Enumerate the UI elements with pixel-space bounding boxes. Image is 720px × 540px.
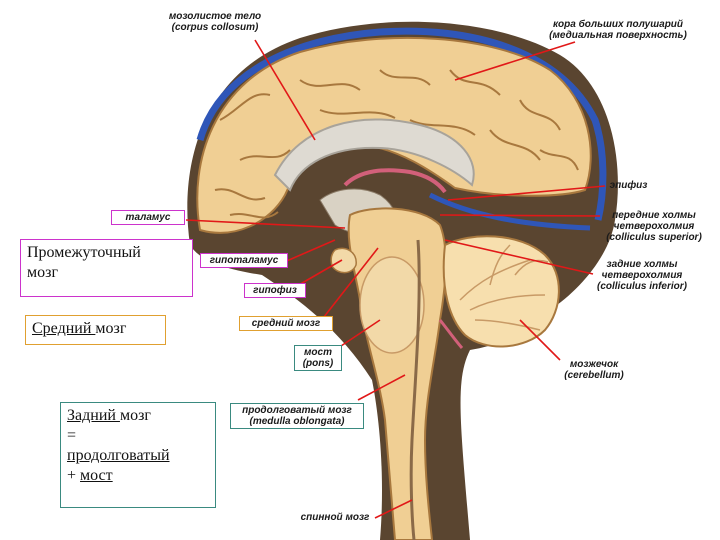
region-diencephalon-line1: Промежуточный <box>27 244 141 261</box>
region-hindbrain-word2: мозг <box>119 407 151 424</box>
hypophysis-shape <box>330 247 357 274</box>
label-cerebellum: мозжечок (cerebellum) <box>564 359 624 381</box>
cerebellum-shape <box>442 235 560 348</box>
label-cortex: кора больших полушарий (медиальная повер… <box>549 19 687 41</box>
corpus-callosum <box>273 118 475 192</box>
region-midbrain: Средний мозг <box>25 315 166 345</box>
label-spinal-cord: спинной мозг <box>300 512 370 523</box>
region-hindbrain-pons: мост <box>80 467 113 484</box>
region-hindbrain-equals: = <box>67 427 77 444</box>
label-corpus-callosum: мозолистое тело (corpus collosum) <box>168 11 262 33</box>
region-hindbrain: Задний мозг = продолговатый + мост <box>60 402 216 508</box>
region-hindbrain-medulla: продолговатый <box>67 447 170 464</box>
region-midbrain-underlined: Средний <box>32 320 96 337</box>
gyri-folds <box>214 69 579 219</box>
label-inferior-colliculi: задние холмы четверохолмия (colliculus i… <box>596 259 687 292</box>
label-thalamus: таламус <box>111 210 185 225</box>
region-midbrain-rest: мозг <box>95 320 127 337</box>
arbor-vitae <box>459 244 549 331</box>
straight-sinus <box>428 192 591 231</box>
label-hypophysis: гипофиз <box>244 283 306 298</box>
label-epiphysis: эпифиз <box>609 180 648 191</box>
label-superior-colliculi: передние холмы четверохолмия (colliculus… <box>606 210 702 243</box>
pons-shape <box>359 256 425 354</box>
region-diencephalon: Промежуточный мозг <box>20 239 193 297</box>
central-canal <box>409 239 421 540</box>
pointer-arrows <box>185 39 606 519</box>
region-hindbrain-plus: + <box>67 467 81 484</box>
region-hindbrain-word1: Задний <box>67 407 120 424</box>
sagittal-sinus <box>196 27 607 221</box>
region-diencephalon-line2: мозг <box>27 264 59 281</box>
label-medulla: продолговатый мозг (medulla oblongata) <box>230 403 364 429</box>
label-midbrain: средний мозг <box>239 316 333 331</box>
label-pons: мост (pons) <box>294 345 342 371</box>
cerebellar-vessels <box>438 319 464 349</box>
label-hypothalamus: гипоталамус <box>200 253 288 268</box>
choroid-plexus <box>343 168 447 194</box>
